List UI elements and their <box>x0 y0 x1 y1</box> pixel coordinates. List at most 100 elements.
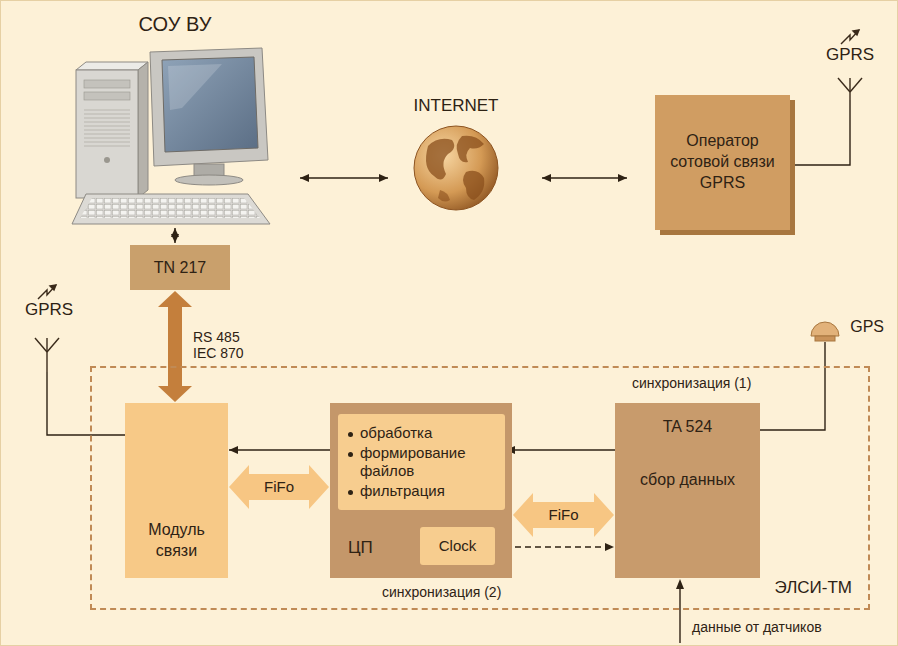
antenna-symbol <box>838 30 862 100</box>
connector <box>300 174 388 182</box>
node-text: INTERNET <box>414 96 499 116</box>
connector <box>506 446 615 454</box>
converter-box: TN 217 <box>130 245 230 290</box>
computer-illustration <box>80 198 260 218</box>
node-text: ЭЛСИ-ТМ <box>774 578 852 598</box>
function-list: обработка формирование файлов фильтрация <box>338 414 505 510</box>
connector-line <box>229 449 338 450</box>
computer-illustration <box>168 64 222 110</box>
bus-arrow <box>158 291 192 402</box>
antenna-symbol <box>46 338 47 372</box>
antenna-symbol <box>841 30 859 44</box>
gps-dome <box>815 336 835 341</box>
globe-illustration <box>438 190 450 202</box>
antenna-symbol <box>47 338 59 352</box>
data-acquisition-box: TA 524 сбор данных <box>615 403 760 578</box>
arrowhead <box>229 446 238 454</box>
cpu-box: ЦП обработка формирование файлов фильтрация… <box>330 403 512 578</box>
bus-arrow-body <box>513 493 614 537</box>
globe-illustration <box>414 126 498 210</box>
workstation: СОУ ВУ <box>70 12 280 226</box>
edge-label: FiFo <box>547 506 581 524</box>
connector-line <box>506 449 615 450</box>
arrowhead <box>542 174 551 182</box>
antenna-symbol <box>838 78 850 92</box>
gps-dome <box>811 322 839 341</box>
computer-illustration <box>194 164 224 176</box>
gps-dome <box>811 322 839 336</box>
computer-illustration <box>150 48 268 166</box>
antenna-symbol <box>50 285 56 290</box>
antenna-symbol <box>849 78 850 100</box>
node-text: GPRS <box>25 300 73 320</box>
globe-illustration <box>463 171 484 200</box>
node-text: Модуль связи <box>131 520 222 562</box>
bus-arrow <box>513 493 614 537</box>
node-text: фильтрация <box>360 482 499 500</box>
arrowhead <box>605 543 614 551</box>
arrowhead <box>171 228 179 237</box>
computer-illustration <box>76 62 148 70</box>
connector <box>790 100 850 165</box>
internet-globe: INTERNET <box>400 96 512 212</box>
node-text: TA 524 <box>663 417 713 436</box>
computer-illustration <box>138 62 148 198</box>
bus-arrow-body <box>229 465 329 509</box>
arrowhead <box>379 174 388 182</box>
arrowhead <box>300 174 309 182</box>
computer-illustration <box>76 70 138 198</box>
comm-module: Модуль связи <box>125 403 228 578</box>
node-text: обработка <box>360 424 499 442</box>
connector-line <box>47 372 125 435</box>
connector-line <box>790 100 850 165</box>
antenna-symbol <box>35 338 47 352</box>
antenna-symbol <box>38 285 56 299</box>
edge-label: RS 485 IEC 870 <box>193 329 255 363</box>
globe-illustration <box>414 126 498 210</box>
edge-label: FiFo <box>262 478 296 496</box>
connector-line <box>760 342 825 430</box>
computer-illustration <box>162 57 258 152</box>
node-text: TN 217 <box>154 258 206 277</box>
connector <box>495 543 614 551</box>
connector <box>542 174 627 182</box>
bus-arrow-body <box>158 291 192 402</box>
connector <box>229 446 338 454</box>
connector-line <box>495 546 614 547</box>
computer-illustration <box>175 175 243 185</box>
computer-illustration <box>72 194 270 224</box>
node-text: формирование файлов <box>360 444 499 480</box>
node-text: СОУ ВУ <box>139 12 212 36</box>
antenna-symbol <box>853 30 859 35</box>
computer-illustration <box>84 108 130 148</box>
node-text: Оператор сотовой связи GPRS <box>663 131 782 193</box>
globe-illustration <box>457 136 484 163</box>
antenna-symbol <box>35 285 59 372</box>
connector <box>760 342 825 430</box>
antenna-symbol <box>850 78 862 92</box>
connector <box>171 228 179 243</box>
gps-receiver: GPS <box>808 312 884 342</box>
computer-illustration <box>84 80 130 88</box>
node-text: GPRS <box>826 45 874 65</box>
bus-arrow <box>229 465 329 509</box>
sensor-input-arrow <box>679 588 680 643</box>
sync-label: синхронизация (1) <box>632 375 751 392</box>
sensor-input-arrow <box>676 579 684 643</box>
connector <box>47 372 125 435</box>
node-text: сбор данных <box>640 470 735 489</box>
sensor-input-arrow <box>676 579 684 589</box>
computer-illustration <box>84 92 130 100</box>
computer-illustration <box>72 48 270 224</box>
clock-box: Clock <box>420 527 495 565</box>
node-text: GPS <box>850 317 884 336</box>
sync-label: синхронизация (2) <box>382 584 501 601</box>
node-text: ЦП <box>348 538 373 558</box>
gprs-antenna: GPRS <box>818 28 882 100</box>
node-text: Clock <box>439 537 477 555</box>
sensor-label: данные от датчиков <box>692 619 822 636</box>
computer-illustration <box>104 157 110 163</box>
operator-box: Оператор сотовой связи GPRS <box>655 95 790 230</box>
